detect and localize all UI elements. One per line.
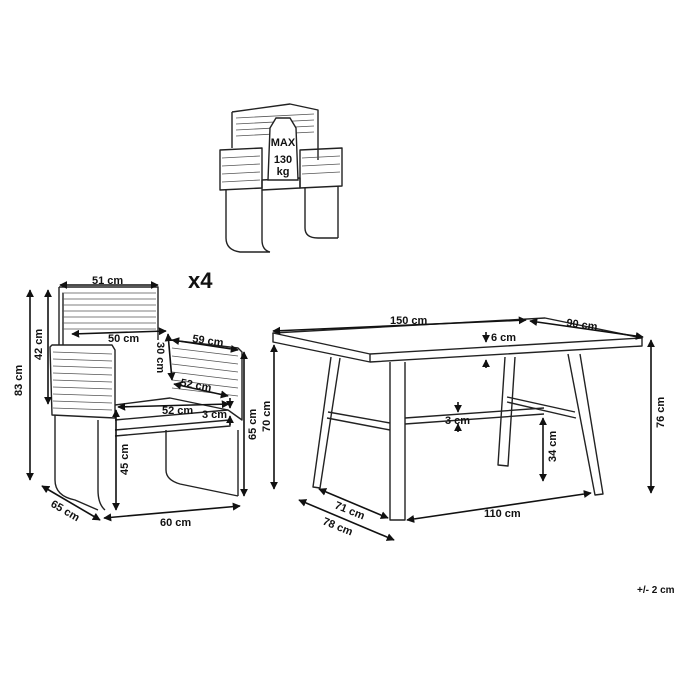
chair-dimension-labels: 51 cm 50 cm 59 cm 30 cm 52 cm 52 cm 3 cm… — [13, 275, 259, 529]
chair-armrest-length: 59 cm — [192, 333, 225, 349]
table-leg-span-length: 110 cm — [484, 508, 521, 520]
chair-arm-height: 65 cm — [247, 409, 259, 440]
chair-seat-depth: 52 cm — [179, 377, 212, 394]
chair-back-above-arm: 30 cm — [154, 342, 166, 373]
chair-dimension-lines — [26, 281, 248, 522]
table-total-height: 76 cm — [655, 397, 667, 428]
table-length: 150 cm — [390, 315, 428, 327]
small-chair-illustration — [219, 103, 343, 253]
chair-depth: 65 cm — [49, 498, 82, 524]
chair-seat-width: 52 cm — [162, 405, 193, 417]
max-load-unit: kg — [277, 166, 290, 178]
table-leg-span-inner: 71 cm — [333, 500, 367, 523]
quantity-label: x4 — [188, 268, 213, 293]
table-stretcher-thickness: 3 cm — [445, 415, 470, 427]
chair-width: 60 cm — [160, 517, 191, 529]
chair-total-height: 83 cm — [13, 365, 25, 396]
chair-illustration — [49, 286, 243, 511]
chair-back-width: 51 cm — [92, 275, 123, 287]
chair-seat-thickness: 3 cm — [202, 409, 227, 421]
max-label: MAX — [271, 137, 296, 149]
chair-inner-width: 50 cm — [108, 333, 139, 345]
table-clearance-height: 70 cm — [261, 401, 273, 432]
table-leg-span-outer: 78 cm — [321, 516, 355, 539]
chair-back-height: 42 cm — [33, 329, 45, 360]
tolerance-note: +/- 2 cm — [637, 585, 675, 596]
max-load-value: 130 — [274, 154, 292, 166]
table-stretcher-height: 34 cm — [547, 431, 559, 462]
table-top-thickness: 6 cm — [491, 332, 516, 344]
table-width: 90 cm — [566, 317, 599, 333]
chair-seat-height: 45 cm — [119, 444, 131, 475]
table-dimension-lines — [270, 316, 655, 541]
max-load-badge: MAX 130 kg — [267, 117, 299, 181]
